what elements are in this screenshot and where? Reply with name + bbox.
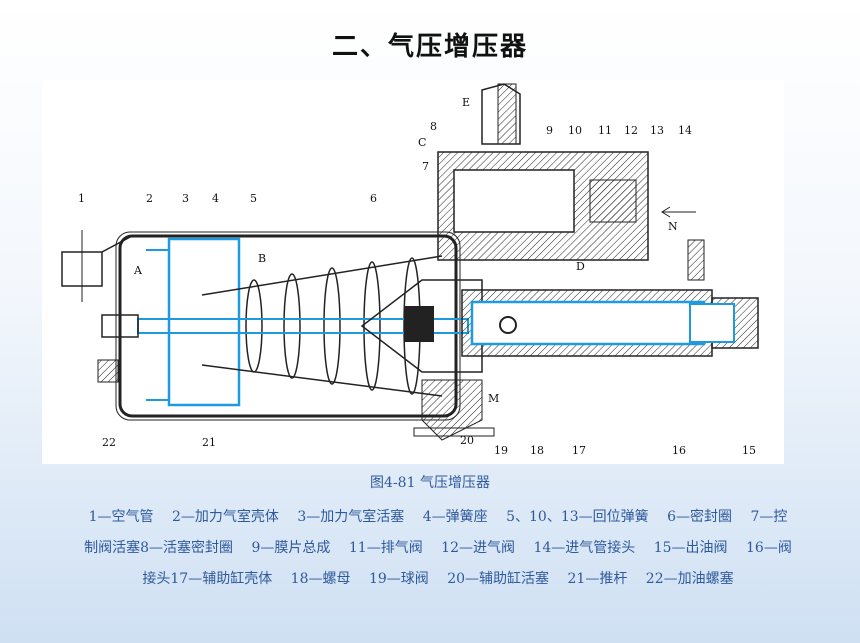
- legend-item: 20—辅助缸活塞: [447, 571, 550, 587]
- callout-19: 19: [494, 444, 508, 457]
- control-valve: [437, 83, 649, 261]
- legend-item: 15—出油阀: [653, 540, 728, 556]
- callout-7: 7: [422, 160, 429, 173]
- mounting-bracket: [413, 379, 495, 441]
- callout-11: 11: [598, 124, 612, 137]
- letter-c: C: [418, 136, 426, 149]
- callout-14: 14: [678, 124, 692, 137]
- legend-item: 21—推杆: [567, 571, 628, 587]
- callout-3: 3: [182, 192, 189, 205]
- legend-item: 16—阀: [746, 540, 792, 556]
- callout-4: 4: [212, 192, 219, 205]
- letter-d: D: [576, 260, 585, 273]
- legend-item: 制阀活塞8—活塞密封圈: [84, 540, 234, 556]
- callout-10: 10: [568, 124, 582, 137]
- flow-arrow: [661, 206, 696, 218]
- legend-line-2: 制阀活塞8—活塞密封圈 9—膜片总成 11—排气阀 12—进气阀 14—进气管接…: [38, 533, 838, 564]
- callout-6: 6: [370, 192, 377, 205]
- booster-cross-section: 1 2 3 4 5 6 7 8 9 10 11 12 13 14 15 16 1…: [61, 83, 759, 457]
- callout-17: 17: [572, 444, 586, 457]
- legend-item: 9—膜片总成: [251, 540, 331, 556]
- legend-item: 12—进气阀: [441, 540, 515, 556]
- callout-16: 16: [672, 444, 686, 457]
- legend-item: 11—排气阀: [348, 540, 423, 556]
- callout-1: 1: [78, 192, 85, 205]
- figure-caption: 图4-81 气压增压器: [370, 475, 490, 491]
- booster-piston: [146, 237, 241, 407]
- filler-plug: [97, 359, 119, 383]
- callout-2: 2: [146, 192, 153, 205]
- callout-21: 21: [202, 436, 216, 449]
- legend-item: 14—进气管接头: [533, 540, 636, 556]
- air-pipe: [61, 230, 133, 302]
- legend-item: 5、10、13—回位弹簧: [506, 509, 649, 525]
- callout-9: 9: [546, 124, 553, 137]
- callout-8: 8: [430, 120, 437, 133]
- parts-legend: 1—空气管 2—加力气室壳体 3—加力气室活塞 4—弹簧座 5、10、13—回位…: [38, 502, 838, 595]
- auxiliary-cylinder: [461, 289, 759, 357]
- legend-item: 6—密封圈: [667, 509, 733, 525]
- valve-fitting: [687, 239, 705, 281]
- booster-diagram: 1 2 3 4 5 6 7 8 9 10 11 12 13 14 15 16 1…: [42, 80, 784, 464]
- callout-20: 20: [460, 434, 474, 447]
- callout-15: 15: [742, 444, 756, 457]
- letter-m: M: [488, 392, 499, 405]
- legend-line-1: 1—空气管 2—加力气室壳体 3—加力气室活塞 4—弹簧座 5、10、13—回位…: [38, 502, 838, 533]
- chamber-housing: [115, 231, 461, 421]
- callout-18: 18: [530, 444, 544, 457]
- callout-12: 12: [624, 124, 638, 137]
- letter-e: E: [462, 96, 470, 109]
- callouts: 1 2 3 4 5 6 7 8 9 10 11 12 13 14 15 16 1…: [78, 96, 756, 457]
- callout-22: 22: [102, 436, 116, 449]
- legend-item: 22—加油螺塞: [645, 571, 734, 587]
- legend-item: 18—螺母: [290, 571, 351, 587]
- letter-n: N: [668, 220, 678, 233]
- ball-valve: [499, 316, 517, 334]
- callout-5: 5: [250, 192, 257, 205]
- legend-item: 接头17—辅助缸壳体: [142, 571, 273, 587]
- legend-item: 7—控: [750, 509, 788, 525]
- legend-item: 3—加力气室活塞: [297, 509, 405, 525]
- letter-a: A: [133, 264, 143, 277]
- letter-b: B: [258, 252, 266, 265]
- legend-item: 19—球阀: [368, 571, 429, 587]
- page-title: 二、气压增压器: [331, 32, 528, 62]
- legend-item: 2—加力气室壳体: [171, 509, 279, 525]
- legend-item: 1—空气管: [88, 509, 154, 525]
- legend-item: 4—弹簧座: [422, 509, 488, 525]
- legend-line-3: 接头17—辅助缸壳体 18—螺母 19—球阀 20—辅助缸活塞 21—推杆 22…: [38, 564, 838, 595]
- callout-13: 13: [650, 124, 664, 137]
